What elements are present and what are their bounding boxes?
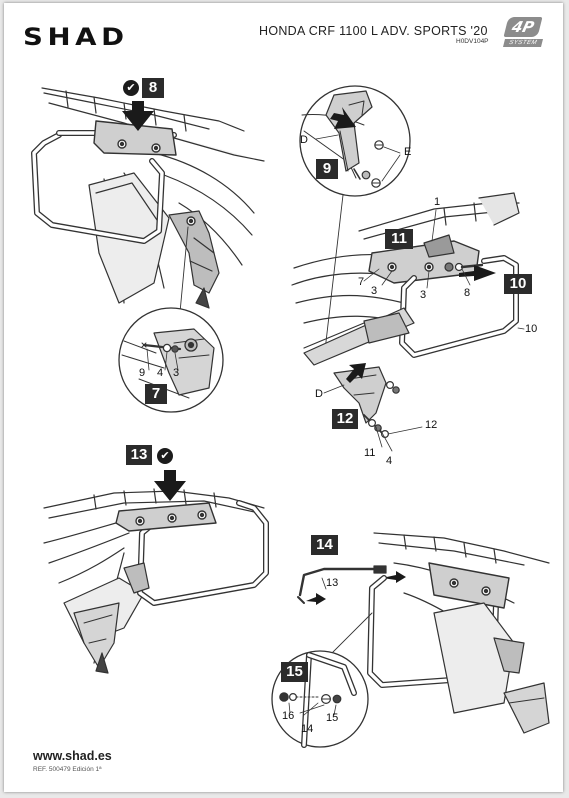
step-badge-10: 10 [504,274,532,294]
step-badge-8: 8 [142,78,164,98]
part-label: 10 [525,323,538,335]
illustration-step-10-11-12 [291,192,525,452]
part-label: 15 [326,712,339,724]
part-label: 3 [420,289,427,301]
illustration-step-13 [43,470,269,674]
part-label: E [404,146,412,158]
part-label: D [315,388,323,400]
part-label: 3 [173,367,180,379]
part-label: 4 [157,367,164,379]
document-reference: REF. 500479 Edición 1ª [33,766,102,773]
model-reference: H0DV104P [456,38,489,45]
step-badge-11: 11 [385,229,413,249]
step-badge-7: 7 [145,384,167,404]
step-badge-12: 12 [332,409,358,429]
assembly-illustrations [31,85,550,748]
illustration-step-8 [31,87,265,324]
step-badge-13: 13 [126,445,152,465]
part-label: D [300,134,308,146]
step-badge-9: 9 [316,159,338,179]
step-badge-14: 14 [311,535,338,555]
check-icon: ✔ [123,80,139,96]
illustration-step-14 [297,532,550,734]
step-badge-15: 15 [281,662,308,682]
part-label: 3 [371,285,378,297]
part-label: 11 [364,447,376,459]
part-label: 9 [139,367,146,379]
website-link[interactable]: www.shad.es [33,749,112,763]
part-label: 13 [326,577,339,589]
shad-logo: SHAD [23,23,129,51]
part-label: 7 [358,276,365,288]
part-label: 1 [434,196,441,208]
part-label: 8 [464,287,471,299]
check-icon: ✔ [157,448,173,464]
part-label: 12 [425,419,438,431]
illustration-step-7-callout [118,307,224,413]
model-title: HONDA CRF 1100 L ADV. SPORTS '20 [259,24,488,38]
part-label: 4 [386,455,393,467]
instruction-sheet: SHAD HONDA CRF 1100 L ADV. SPORTS '20 H0… [4,3,563,792]
part-label: 14 [301,723,314,735]
part-label: 16 [282,710,295,722]
